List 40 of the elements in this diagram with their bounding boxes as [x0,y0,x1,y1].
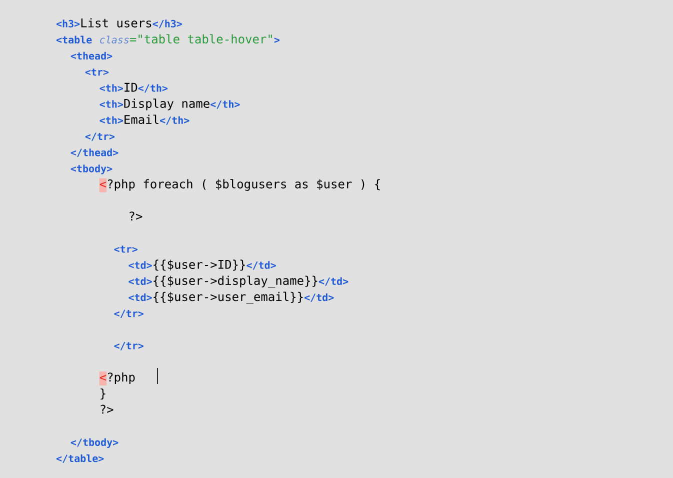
html-tag: <table [56,36,92,44]
code-text: ?php foreach ( $blogusers as $user ) { [108,179,380,191]
code-text: {{$user->ID}} [154,260,245,271]
attribute-value: ="table table-hover" [130,34,272,44]
html-tag: </tr> [114,310,144,318]
html-tag: </table> [56,454,104,463]
html-tag: <h3> [56,20,80,28]
html-tag: <td> [128,277,152,286]
html-tag: </th> [210,100,240,109]
code-text: {{$user->display_name}} [154,276,318,288]
html-tag: > [274,38,280,43]
code-text: Display name [124,98,210,110]
html-tag: <tr> [114,246,138,253]
code-text: } [100,388,106,400]
code-text: Email [124,114,158,124]
code-text: ID [124,82,138,92]
html-tag: <th> [100,116,123,124]
html-tag: </td> [304,293,334,302]
code-text: ?> [130,212,142,220]
code-text: ?> [100,404,114,414]
html-tag: <tr> [85,68,109,76]
html-tag: <td> [128,293,152,302]
html-tag: <thead> [70,52,112,60]
html-tag: </thead> [70,148,118,158]
html-tag: </td> [246,261,276,270]
html-tag: </h3> [152,20,182,28]
html-tag: <th> [100,100,123,108]
html-tag: </th> [160,116,190,125]
html-tag: </td> [318,277,348,286]
attribute-name: class [100,36,129,44]
html-tag: </tbody> [70,438,118,448]
code-text: ?php [108,372,135,384]
html-tag: <tbody> [70,164,112,174]
html-tag: </tr> [114,342,144,350]
code-text: {{$user->user_email}} [154,292,303,304]
html-tag: <th> [100,84,123,92]
html-tag: </th> [138,84,168,93]
code-text: List users [81,18,152,28]
html-tag: </tr> [85,132,115,141]
html-tag: <td> [128,261,152,269]
